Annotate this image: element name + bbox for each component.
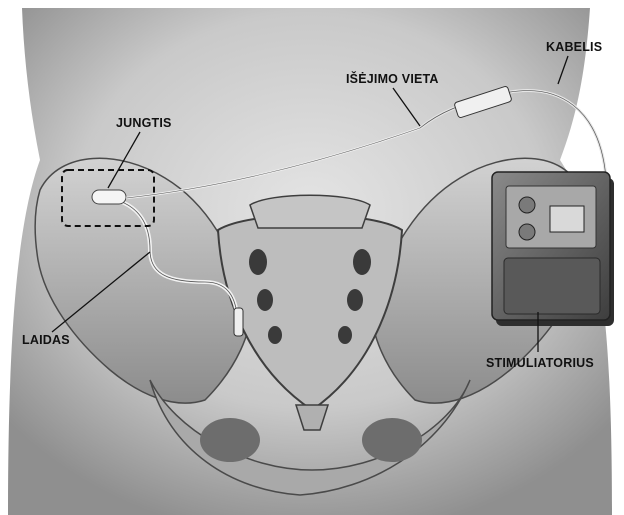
label-stimulator: STIMULIATORIUS (486, 356, 594, 370)
sacral-foramen (249, 249, 267, 275)
stimulator-knob (519, 224, 535, 240)
sacral-foramen (353, 249, 371, 275)
left-obturator (200, 418, 260, 462)
label-cable: KABELIS (546, 40, 602, 54)
label-lead: LAIDAS (22, 333, 70, 347)
sacral-foramen (268, 326, 282, 344)
stimulator-clip (504, 258, 600, 314)
connector-body (92, 190, 126, 204)
sacral-foramen (347, 289, 363, 311)
label-connector: JUNGTIS (116, 116, 172, 130)
right-obturator (362, 418, 422, 462)
sacral-foramen (338, 326, 352, 344)
lead-electrodes (234, 308, 243, 336)
l5-vertebra (250, 195, 370, 228)
label-exit-site: IŠĖJIMO VIETA (346, 72, 439, 86)
stimulator-display (550, 206, 584, 232)
stimulator-knob (519, 197, 535, 213)
sacral-foramen (257, 289, 273, 311)
